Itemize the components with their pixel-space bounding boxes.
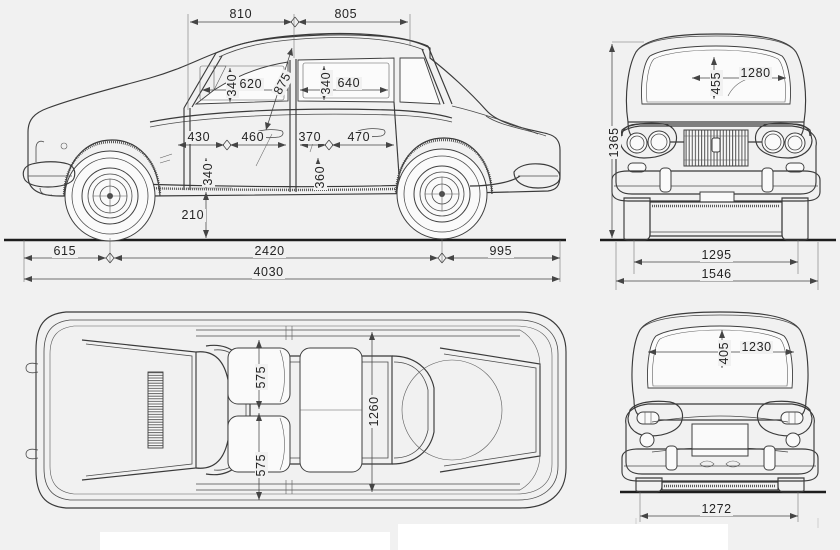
dim-side-wheelbase: 2420 [253, 244, 287, 258]
dim-side-rear-overhang: 995 [488, 244, 514, 258]
blank-patch-right [398, 524, 728, 550]
dim-side-front-door-top: 810 [228, 7, 254, 21]
dim-side-front-window-width: 620 [238, 77, 264, 91]
dim-front-windshield-height: 455 [709, 70, 723, 96]
dim-side-rear-door-lower: 470 [346, 130, 372, 144]
dim-front-overall-width: 1546 [700, 267, 734, 281]
dim-side-rear-window-width: 640 [336, 76, 362, 90]
dim-side-rear-window-height: 340 [319, 70, 333, 96]
dim-front-track: 1295 [700, 248, 734, 262]
dim-front-overall-height: 1365 [607, 125, 621, 159]
dim-front-windshield-width: 1280 [739, 66, 773, 80]
dim-side-front-sill-height: 340 [201, 161, 215, 187]
side-view-dimensions [23, 14, 561, 282]
dim-side-overall-length: 4030 [252, 265, 286, 279]
dim-rear-window-width: 1230 [740, 340, 774, 354]
dim-side-ground-clearance: 210 [180, 208, 206, 222]
dim-side-front-door-lower: 460 [240, 130, 266, 144]
dim-side-front-seat-to-pillar: 430 [186, 130, 212, 144]
dim-top-front-seat-width: 575 [254, 364, 268, 390]
dim-side-rear-door-top: 805 [333, 7, 359, 21]
dim-top-interior-width: 1260 [367, 394, 381, 428]
dim-side-front-window-height: 340 [225, 72, 239, 98]
dim-side-rear-sill-height: 360 [313, 164, 327, 190]
top-view-geometry [25, 311, 567, 509]
rear-view-geometry [620, 311, 826, 494]
side-view-geometry [4, 32, 566, 242]
front-view-geometry [600, 33, 836, 242]
blank-patch-left [100, 532, 390, 550]
dim-rear-window-height: 405 [717, 340, 731, 366]
dim-side-center-lower: 370 [297, 130, 323, 144]
dim-top-rear-seat-width: 575 [254, 452, 268, 478]
dim-side-front-overhang: 615 [52, 244, 78, 258]
dim-rear-track: 1272 [700, 502, 734, 516]
